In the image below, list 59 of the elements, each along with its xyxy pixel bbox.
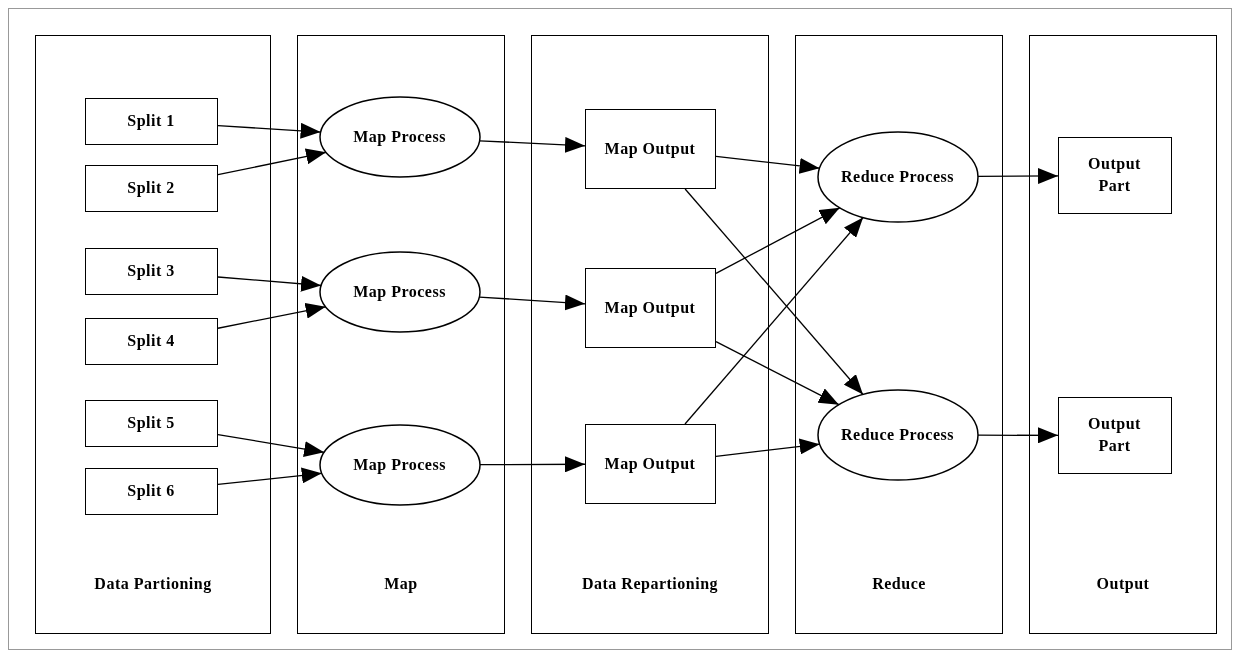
arrow: [217, 122, 322, 139]
node-label: Map Output: [604, 453, 696, 475]
node-label: Map Process: [353, 454, 446, 476]
process-box: [84, 247, 218, 295]
column-band: [795, 35, 1003, 634]
process-ellipse: [817, 389, 978, 480]
arrow: [217, 433, 325, 457]
node-label: Split 6: [127, 481, 175, 502]
node-label: Map Process: [353, 281, 446, 303]
column-heading: Output: [1096, 574, 1150, 595]
arrow: [217, 467, 323, 486]
arrow: [715, 438, 821, 457]
arrow: [684, 216, 864, 425]
arrow: [479, 136, 586, 153]
process-box: [84, 317, 218, 365]
node-label: Split 4: [127, 331, 175, 352]
column-band: [1029, 35, 1217, 634]
process-box: [84, 97, 218, 145]
arrow: [217, 148, 327, 176]
arrow: [715, 207, 841, 274]
arrow: [715, 155, 821, 174]
process-box: [84, 399, 218, 447]
arrow: [715, 340, 840, 406]
node-label: Split 2: [127, 178, 175, 199]
column-band: [297, 35, 505, 634]
node-label: Map Output: [604, 297, 696, 319]
column-heading: Data Partioning: [94, 574, 212, 595]
column-band: [35, 35, 271, 634]
process-box: [84, 164, 218, 212]
node-label: Split 3: [127, 261, 175, 282]
process-ellipse: [319, 251, 480, 332]
node-label: Map Process: [353, 126, 446, 148]
node-label: Reduce Process: [841, 166, 954, 187]
process-box: [584, 423, 716, 504]
arrow: [977, 427, 1059, 444]
column-heading: Map: [384, 574, 418, 595]
node-label: Split 1: [127, 111, 175, 132]
node-label: Split 5: [127, 413, 175, 434]
process-box: [1057, 396, 1172, 474]
node-label: Output Part: [1087, 414, 1142, 456]
process-box: [1057, 136, 1172, 214]
column-heading: Data Repartioning: [581, 574, 719, 595]
arrow: [977, 168, 1059, 185]
process-ellipse: [817, 131, 978, 222]
node-label: Map Output: [604, 138, 696, 160]
process-box: [584, 108, 716, 189]
arrow: [217, 302, 327, 329]
node-label: Output Part: [1087, 154, 1142, 196]
arrow: [478, 294, 586, 311]
column-heading: Reduce: [872, 574, 926, 595]
column-band: [531, 35, 769, 634]
arrow: [684, 188, 864, 396]
arrow: [479, 456, 586, 473]
node-label: Reduce Process: [841, 424, 954, 445]
process-ellipse: [319, 424, 480, 505]
process-box: [84, 467, 218, 515]
process-ellipse: [319, 96, 480, 177]
arrow: [217, 275, 322, 292]
process-box: [584, 267, 716, 348]
